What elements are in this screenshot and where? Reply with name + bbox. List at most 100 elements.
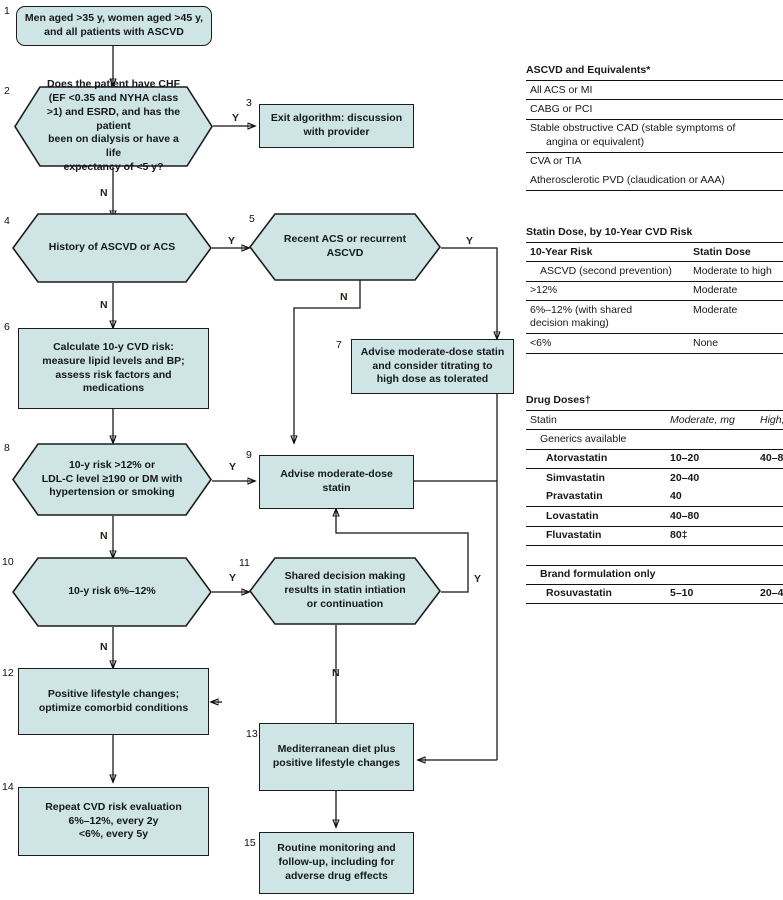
node-14-line-3: <6%, every 5y (78, 828, 149, 841)
branch-label-5-no: N (340, 291, 348, 303)
branch-label-10-yes: Y (229, 572, 237, 584)
table-ascvd-equivalents: ASCVD and Equivalents* All ACS or MI CAB… (526, 64, 783, 191)
drug-row-7-high (756, 545, 783, 565)
drug-row-5-name: Lovastatin (526, 506, 666, 527)
branch-label-4-yes: Y (228, 235, 236, 247)
statin-dose-header-dose: Statin Dose (689, 241, 783, 262)
node-15-line-3: adverse drug effects (285, 869, 388, 882)
statin-dose-row-4-dose: None (689, 333, 783, 354)
node-8-high-risk-decision[interactable]: 10-y risk >12% or LDL-C level ≥190 or DM… (12, 443, 212, 516)
drug-row-4-moderate: 40 (670, 490, 682, 503)
step-number-9: 9 (246, 449, 252, 461)
hexagon-shape (12, 213, 212, 283)
node-12-line-2: optimize comorbid conditions (38, 701, 189, 714)
node-2-line-5: expectancy of <5 y? (63, 161, 164, 174)
step-number-11: 11 (239, 557, 250, 569)
branch-label-8-no: N (100, 530, 108, 542)
node-6-calculate-risk[interactable]: Calculate 10-y CVD risk: measure lipid l… (18, 328, 209, 409)
node-1-line-2: and all patients with ASCVD (44, 26, 184, 38)
branch-label-11-no: N (332, 667, 340, 679)
statin-dose-row-3-risk-line-1: 6%–12% (with shared (530, 303, 633, 316)
drug-row-6-moderate: 80‡ (666, 525, 756, 546)
drug-row-5-moderate: 40–80 (666, 506, 756, 527)
node-8-line-3: hypertension or smoking (49, 486, 175, 499)
table-ascvd-title: ASCVD and Equivalents* (526, 64, 651, 76)
step-number-8: 8 (4, 442, 10, 454)
drug-row-3-high (756, 468, 783, 488)
drug-header-moderate: Moderate, mg (666, 409, 756, 430)
ascvd-row-3-line-1: Stable obstructive CAD (stable symptoms … (530, 122, 736, 135)
node-10-intermediate-risk-decision[interactable]: 10-y risk 6%–12% (12, 557, 212, 627)
node-11-shared-decision-making[interactable]: Shared decision making results in statin… (249, 557, 441, 625)
drug-row-1-moderate (666, 429, 756, 450)
step-number-15: 15 (244, 837, 256, 849)
node-3-exit-algorithm[interactable]: Exit algorithm: discussion with provider (259, 104, 414, 148)
drug-row-3-moderate: 20–40 (666, 468, 756, 488)
ascvd-row-3-line-2: angina or equivalent) (546, 135, 645, 148)
node-13-line-1: Mediterranean diet plus (277, 743, 396, 756)
statin-dose-row-1-risk: ASCVD (second prevention) (526, 261, 689, 282)
node-2-chf-esrd-decision[interactable]: Does the patient have CHF (EF <0.35 and … (14, 78, 213, 173)
drug-row-8-high (756, 564, 783, 585)
ascvd-row-1: All ACS or MI (526, 79, 783, 100)
step-number-12: 12 (2, 667, 14, 679)
drug-row-2-name: Atorvastatin (526, 448, 666, 469)
statin-dose-header-risk: 10-Year Risk (526, 241, 689, 262)
node-15-routine-monitoring[interactable]: Routine monitoring and follow-up, includ… (259, 832, 414, 894)
statin-dose-row-2-risk: >12% (526, 280, 689, 301)
hexagon-shape (249, 213, 441, 281)
node-15-line-2: follow-up, including for (278, 856, 395, 869)
hexagon-shape (12, 443, 212, 516)
ascvd-row-5: Atherosclerotic PVD (claudication or AAA… (526, 171, 783, 191)
node-9-advise-moderate-statin[interactable]: Advise moderate-dose statin (259, 455, 414, 509)
node-15-line-1: Routine monitoring and (277, 842, 396, 855)
node-14-repeat-risk-evaluation[interactable]: Repeat CVD risk evaluation 6%–12%, every… (18, 787, 209, 856)
node-12-lifestyle-changes[interactable]: Positive lifestyle changes; optimize com… (18, 668, 209, 735)
node-7-advise-statin-titrate[interactable]: Advise moderate-dose statin and consider… (351, 339, 514, 394)
node-14-line-2: 6%–12%, every 2y (68, 814, 159, 827)
node-13-mediterranean-diet[interactable]: Mediterranean diet plus positive lifesty… (259, 723, 414, 791)
node-8-line-1: 10-y risk >12% or (68, 458, 156, 471)
node-6-line-1: Calculate 10-y CVD risk: (53, 340, 174, 353)
branch-label-2-no: N (100, 187, 108, 199)
node-14-line-1: Repeat CVD risk evaluation (45, 800, 182, 813)
branch-label-11-yes: Y (474, 573, 482, 585)
node-5-recent-acs[interactable]: Recent ACS or recurrent ASCVD (249, 213, 441, 281)
drug-row-2-high: 40–80 (756, 448, 783, 469)
node-11-line-3: or continuation (306, 597, 384, 610)
node-6-line-3: assess risk factors and (55, 368, 172, 381)
drug-row-1-name: Generics available (526, 429, 666, 450)
step-number-5: 5 (249, 213, 255, 225)
node-4-history-ascvd[interactable]: History of ASCVD or ACS (12, 213, 212, 283)
node-13-line-2: positive lifestyle changes (272, 757, 401, 769)
drug-row-4-name: Pravastatin (546, 490, 603, 503)
node-4-line-1: History of ASCVD or ACS (48, 241, 176, 254)
drug-row-1-high (756, 429, 783, 450)
drug-header-statin: Statin (526, 409, 666, 430)
drug-row-9-high: 20–40 (756, 583, 783, 605)
drug-row-5-high (756, 506, 783, 527)
drug-row-6-name: Fluvastatin (526, 525, 666, 546)
statin-dose-row-4-risk: <6% (526, 333, 689, 354)
drug-row-8-moderate (666, 564, 756, 585)
node-2-line-1: Does the patient have CHF (46, 78, 181, 90)
statin-dose-row-3-dose: Moderate (689, 300, 783, 334)
step-number-10: 10 (2, 556, 14, 568)
table-statin-dose-title: Statin Dose, by 10-Year CVD Risk (526, 226, 693, 238)
node-6-line-4: medications (82, 382, 145, 395)
statin-dose-row-1-dose: Moderate to high (689, 261, 783, 282)
node-12-line-1: Positive lifestyle changes; (47, 687, 180, 700)
branch-label-4-no: N (100, 299, 108, 311)
node-1-eligibility[interactable]: Men aged >35 y, women aged >45 y, and al… (16, 6, 212, 46)
node-2-line-2: (EF <0.35 and NYHA class (48, 91, 179, 104)
hexagon-shape (14, 86, 213, 167)
branch-label-5-yes: Y (466, 235, 474, 247)
node-1-line-1: Men aged >35 y, women aged >45 y, (24, 12, 204, 25)
node-6-line-2: measure lipid levels and BP; (42, 354, 185, 367)
step-number-2: 2 (4, 85, 10, 97)
step-number-7: 7 (336, 339, 342, 351)
step-number-6: 6 (4, 321, 10, 333)
node-5-line-1: Recent ACS or recurrent (283, 233, 407, 246)
node-11-line-1: Shared decision making (284, 570, 406, 583)
